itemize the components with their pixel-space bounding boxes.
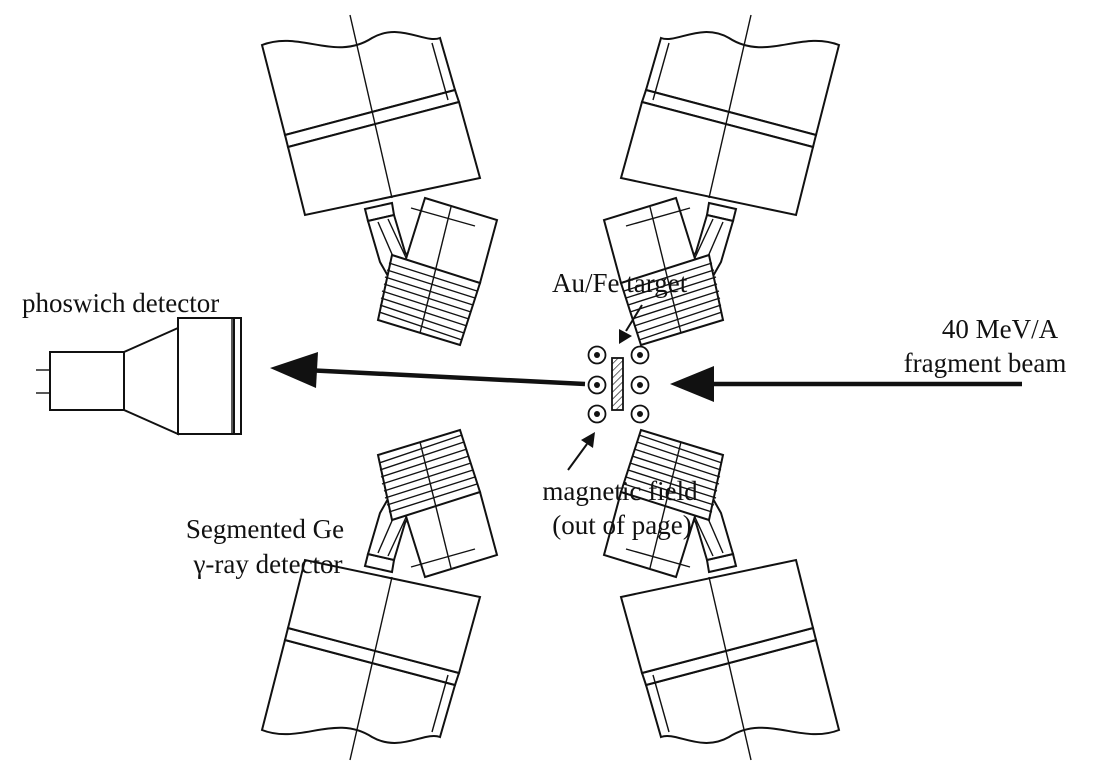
- ge-detector-lower-left: [261, 429, 498, 761]
- phoswich-detector-icon: [36, 317, 242, 436]
- target-pointer-arrow: [619, 304, 643, 344]
- ge-label-line2: γ-ray detector: [192, 549, 342, 579]
- ge-label-line1: Segmented Ge: [186, 514, 344, 544]
- phoswich-label: phoswich detector: [22, 288, 219, 318]
- field-label-line2: (out of page): [552, 510, 691, 540]
- ge-detector-upper-left: [261, 14, 498, 346]
- outgoing-beam-arrow: [270, 352, 586, 388]
- field-pointer-arrow: [567, 432, 595, 471]
- target-label: Au/Fe target: [552, 268, 688, 298]
- field-label-line1: magnetic field: [542, 476, 698, 506]
- beam-label-line2: fragment beam: [904, 348, 1067, 378]
- incoming-beam-arrow: [670, 366, 1022, 402]
- beam-label-line1: 40 MeV/A: [942, 314, 1059, 344]
- au-fe-target-icon: [611, 357, 624, 411]
